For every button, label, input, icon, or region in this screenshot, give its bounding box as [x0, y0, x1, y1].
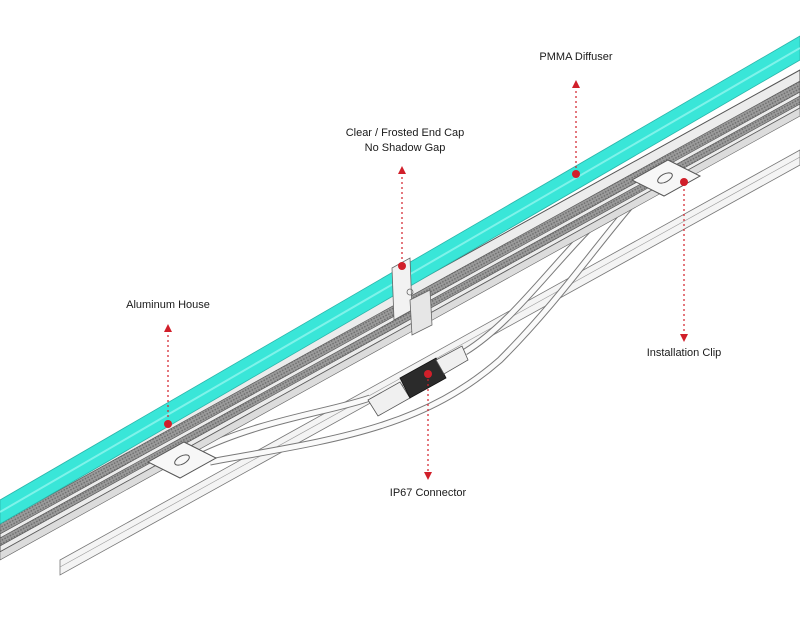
end-cap-arrowhead	[398, 166, 406, 174]
label-pmma-diffuser: PMMA Diffuser	[530, 50, 622, 65]
installation-clip-right	[630, 159, 702, 197]
label-end-cap: Clear / Frosted End Cap No Shadow Gap	[330, 126, 480, 156]
connector-marker	[424, 370, 432, 378]
label-ip67-connector: IP67 Connector	[380, 486, 476, 501]
aluminum-house-arrowhead	[164, 324, 172, 332]
label-end-cap-line1: Clear / Frosted End Cap	[345, 127, 465, 139]
ip67-connector-body	[367, 345, 469, 417]
diffuser-marker	[572, 170, 580, 178]
clip-marker	[680, 178, 688, 186]
label-pmma-diffuser-text: PMMA Diffuser	[539, 51, 613, 63]
end-cap-marker	[398, 262, 406, 270]
label-aluminum-house-text: Aluminum House	[126, 299, 210, 311]
label-end-cap-line2: No Shadow Gap	[364, 142, 446, 154]
diffuser-arrowhead	[572, 80, 580, 88]
label-installation-clip: Installation Clip	[636, 346, 732, 361]
label-ip67-connector-text: IP67 Connector	[389, 487, 467, 499]
callout-leaders	[167, 86, 685, 472]
clip-arrowhead	[680, 334, 688, 342]
installation-clip-left	[146, 441, 218, 479]
end-cap	[391, 257, 433, 336]
aluminum-house-marker	[164, 420, 172, 428]
connector-arrowhead	[424, 472, 432, 480]
callout-markers	[164, 80, 688, 480]
label-aluminum-house: Aluminum House	[118, 298, 218, 313]
label-installation-clip-text: Installation Clip	[646, 347, 722, 359]
